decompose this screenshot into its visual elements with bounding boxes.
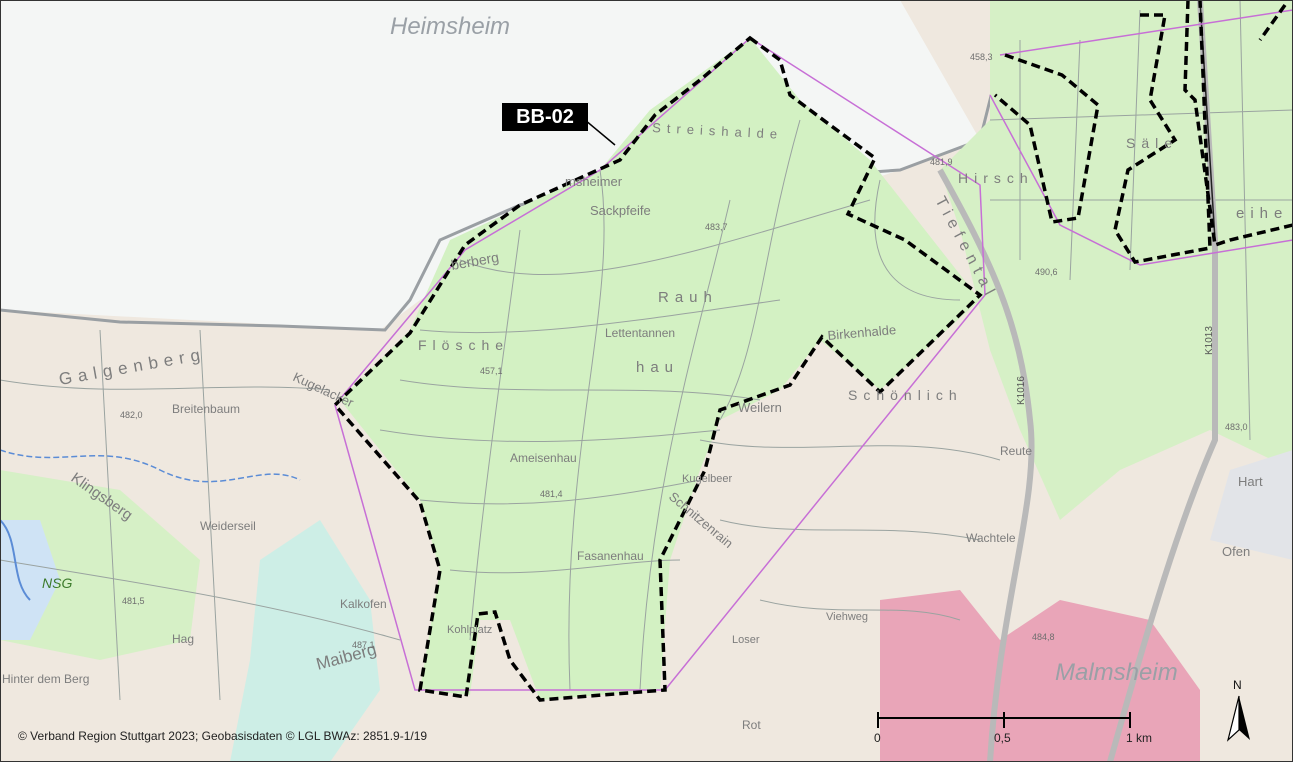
elevation-5: 490,6 xyxy=(1035,267,1058,277)
scalebar xyxy=(877,712,1131,728)
town-heimsheim: Heimsheim xyxy=(390,13,510,40)
elevation-7: 482,0 xyxy=(120,410,143,420)
label-kalkofen: Kalkofen xyxy=(340,597,387,611)
area-tag-bb02: BB-02 xyxy=(502,103,588,131)
elevation-8: 481,5 xyxy=(122,596,145,606)
label-hag: Hag xyxy=(172,632,194,646)
town-malmsheim: Malmsheim xyxy=(1055,659,1178,686)
label-kugelbeer: Kugelbeer xyxy=(682,473,732,485)
track-network xyxy=(0,0,1293,701)
label-wachtele: Wachtele xyxy=(966,531,1016,545)
hull-east-top xyxy=(999,9,1293,56)
forest-west xyxy=(0,470,200,660)
elevation-10: 484,8 xyxy=(1032,632,1055,642)
industrial-area xyxy=(1210,450,1293,560)
area-boundary-east-4 xyxy=(1258,3,1287,42)
label-hirsch: Hirsch xyxy=(958,170,1034,186)
elevation-2: 481,4 xyxy=(540,489,563,499)
label-schoenlich: Schönlich xyxy=(848,387,963,403)
elevation-0: 483,7 xyxy=(705,222,728,232)
label-rot: Rot xyxy=(742,718,761,732)
label-weiderseil: Weiderseil xyxy=(200,519,256,533)
label-reute: Reute xyxy=(1000,444,1032,458)
label-viehweg: Viehweg xyxy=(826,611,868,623)
label-birkenhalde: Birkenhalde xyxy=(827,322,897,343)
elevation-4: 481,9 xyxy=(930,157,953,167)
area-boundary-east-1 xyxy=(993,53,1100,224)
railway xyxy=(1199,0,1216,241)
label-floesche: Flösche xyxy=(418,337,509,353)
label-ameisenhau: Ameisenhau xyxy=(510,451,577,465)
scalebar-label-half: 0,5 xyxy=(994,731,1011,745)
hull-east-bottom xyxy=(989,94,1293,266)
label-rauh: Rauh xyxy=(658,289,718,306)
tag-leader-line xyxy=(584,119,616,146)
label-hart: Hart xyxy=(1238,474,1263,489)
elevation-3: 458,3 xyxy=(970,52,993,62)
road-label-k1016: K1016 xyxy=(1016,376,1027,405)
area-boundary-east-3 xyxy=(1183,0,1293,248)
stream-nsg xyxy=(0,519,31,601)
scalebar-label-1km: 1 km xyxy=(1126,731,1153,745)
north-arrow-label: N xyxy=(1233,678,1242,692)
label-heide: eihe xyxy=(1236,205,1288,222)
road-label-k1013: K1013 xyxy=(1204,326,1215,355)
elevation-1: 457,1 xyxy=(480,366,503,376)
label-hau: hau xyxy=(636,359,679,376)
label-saele: Säle xyxy=(1126,135,1178,151)
label-breitenbaum: Breitenbaum xyxy=(172,402,240,416)
label-lettentannen: Lettentannen xyxy=(605,326,675,340)
label-hinter-dem-berg: Hinter dem Berg xyxy=(2,672,89,686)
label-fasanenhau: Fasanenhau xyxy=(577,549,644,563)
nsg-area xyxy=(0,520,60,640)
scalebar-label-0: 0 xyxy=(874,731,881,745)
area-boundary-bb02 xyxy=(332,35,983,702)
label-imsheimer: msheimer xyxy=(565,174,623,189)
elevation-6: 483,0 xyxy=(1225,422,1248,432)
north-arrow-icon xyxy=(1226,695,1250,742)
area-boundary-east-2 xyxy=(1113,0,1212,264)
stream xyxy=(0,449,301,483)
search-area-hull xyxy=(334,37,986,691)
meadow-strip xyxy=(230,520,380,762)
copyright-text: © Verband Region Stuttgart 2023; Geobasi… xyxy=(18,729,428,743)
label-streishalde: Streishalde xyxy=(652,120,784,142)
label-weilern: Weilern xyxy=(738,400,782,415)
label-nsg: NSG xyxy=(42,575,72,591)
label-ofen: Ofen xyxy=(1222,544,1250,559)
label-kohlplatz: Kohlplatz xyxy=(447,624,492,636)
elevation-9: 487,1 xyxy=(352,640,375,650)
forest-main xyxy=(340,38,980,700)
label-loser: Loser xyxy=(732,634,760,646)
road-k1013 xyxy=(1107,0,1218,762)
label-sackpfeife: Sackpfeife xyxy=(590,203,651,218)
